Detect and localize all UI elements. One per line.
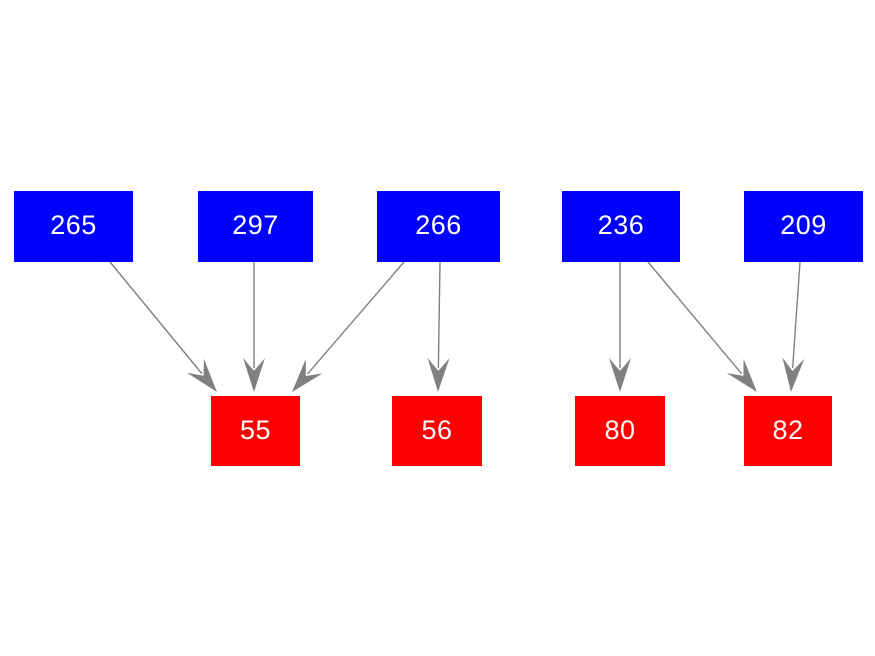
graph-node-55[interactable]: 55 [211, 396, 300, 466]
graph-node-236[interactable]: 236 [562, 191, 680, 262]
graph-edge [427, 261, 450, 392]
graph-edge [609, 262, 631, 392]
arrowhead-icon [609, 358, 631, 392]
arrowhead-icon [243, 358, 265, 392]
graph-node-82[interactable]: 82 [744, 396, 832, 466]
arrowhead-icon [292, 359, 323, 392]
edge-line [791, 261, 801, 369]
node-label: 56 [421, 414, 453, 445]
node-label: 265 [50, 210, 97, 240]
edge-line [109, 261, 203, 375]
graph-edge [243, 262, 265, 392]
graph-edge [109, 261, 217, 392]
graph-node-56[interactable]: 56 [392, 396, 482, 466]
graph-node-265[interactable]: 265 [14, 191, 133, 262]
node-label: 55 [239, 414, 272, 445]
graph-node-297[interactable]: 297 [198, 191, 313, 262]
arrowhead-icon [186, 358, 217, 392]
graph-node-209[interactable]: 209 [744, 191, 863, 262]
arrowhead-icon [726, 358, 757, 392]
node-label: 236 [597, 210, 645, 240]
graph-edge [782, 261, 805, 392]
node-label: 80 [604, 414, 636, 445]
node-label: 209 [780, 210, 827, 240]
edge-line [647, 261, 743, 375]
node-label: 266 [415, 210, 462, 240]
edge-line [437, 261, 441, 369]
edge-line [307, 261, 405, 375]
arrowhead-icon [782, 357, 805, 392]
graph-node-266[interactable]: 266 [377, 191, 500, 262]
node-label: 297 [232, 210, 279, 240]
graph-node-80[interactable]: 80 [575, 396, 665, 466]
arrowhead-icon [427, 357, 450, 392]
graph-edge [292, 261, 405, 392]
node-label: 82 [772, 414, 804, 445]
graph-edge [647, 261, 757, 392]
